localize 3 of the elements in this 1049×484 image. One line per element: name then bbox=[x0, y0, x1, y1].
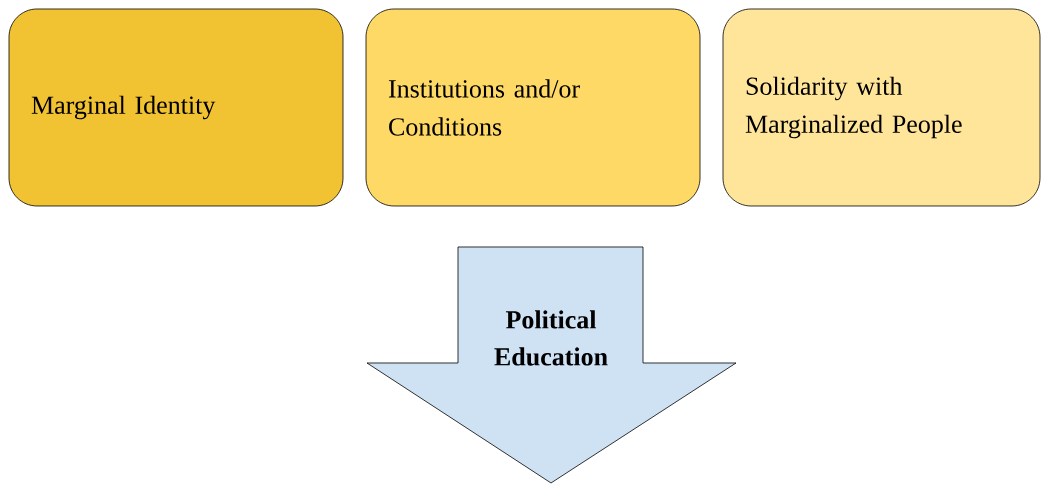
text-box: Solidarity with Marginalized People bbox=[722, 8, 1041, 207]
text-box: Institutions and/or Conditions bbox=[365, 8, 701, 207]
text-box: Marginal Identity bbox=[8, 8, 344, 207]
